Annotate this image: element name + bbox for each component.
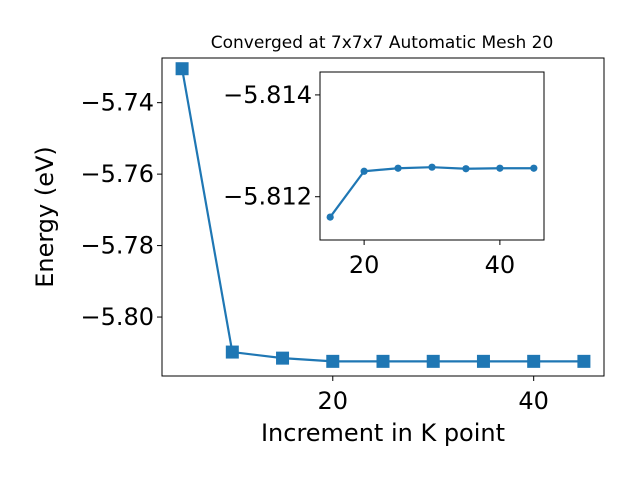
inset-x-tick-label: 20 [349,251,380,279]
inset-y-tick-label: −5.814 [223,81,312,109]
main-data-point [376,354,390,368]
main-y-tick-label: −5.78 [80,232,154,260]
x-axis-label: Increment in K point [261,419,505,447]
main-data-point [527,354,541,368]
main-data-point [426,354,440,368]
main-data-point [225,345,239,359]
inset-y-tick-label: −5.812 [223,183,312,211]
main-y-tick-label: −5.76 [80,160,154,188]
main-data-point [476,354,490,368]
main-x-tick-label: 20 [317,387,348,415]
inset-series [326,163,538,221]
main-y-tick-label: −5.80 [80,303,154,331]
inset-x-tick-label: 40 [485,251,516,279]
main-plot-frame [161,57,605,377]
inset-background [320,72,544,240]
inset-data-point [394,164,402,172]
inset-data-point [496,164,504,172]
inset-data-point [326,213,334,221]
main-data-point [175,62,189,76]
main-y-tick-label: −5.74 [80,89,154,117]
inset-data-point [530,164,538,172]
inset-data-point [428,163,436,171]
main-axis-ticks: 20 40 −5.74 −5.76 −5.78 −5.80 [80,89,549,415]
main-data-point [577,354,591,368]
inset-data-point [462,165,470,173]
inset-data-point [360,167,368,175]
main-data-point [326,354,340,368]
chart-title: Converged at 7x7x7 Automatic Mesh 20 [211,33,554,53]
inset-plot-frame [319,71,545,241]
main-series [175,62,591,368]
y-axis-label: Energy (eV) [31,146,59,288]
main-data-point [276,351,290,365]
inset-axis-ticks: 20 40 −5.814 −5.812 [223,81,515,279]
main-x-tick-label: 40 [518,387,549,415]
